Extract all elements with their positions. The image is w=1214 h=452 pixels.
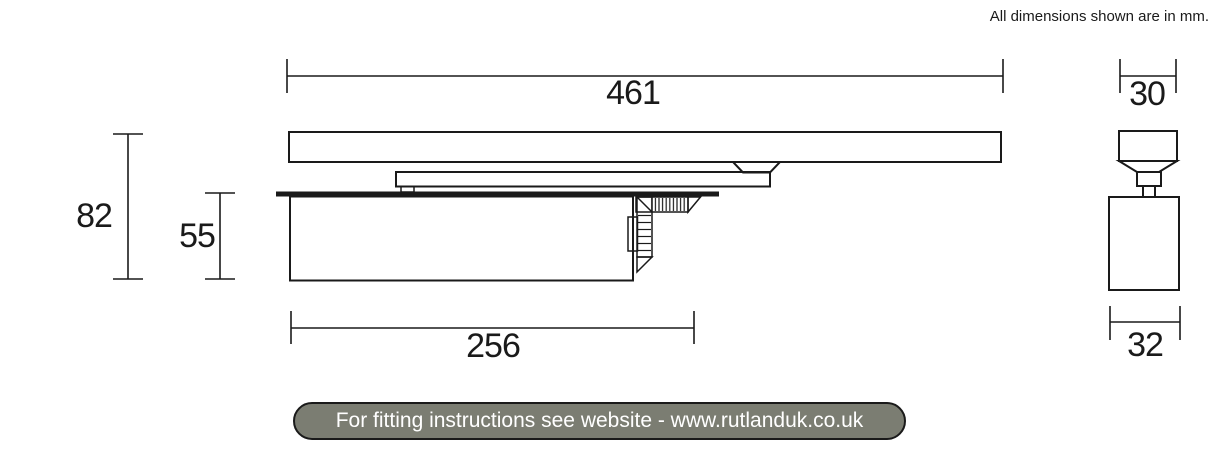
end-view	[1108, 130, 1181, 291]
closer-body	[289, 195, 634, 282]
rack-pinion-detail	[635, 196, 703, 274]
dim-body-length-label: 256	[466, 327, 521, 365]
dim-line-body-width	[1109, 306, 1181, 340]
body-cross-section	[1108, 196, 1180, 291]
closer-arm	[395, 171, 771, 188]
dimension-lines	[113, 59, 1181, 344]
side-view	[276, 131, 1002, 282]
slider-block	[730, 161, 783, 174]
fitting-instructions-text: For fitting instructions see website - w…	[335, 409, 864, 432]
dim-line-body-height	[205, 192, 235, 280]
spindle-neck	[1142, 185, 1156, 198]
dim-overall-height-label: 82	[76, 197, 113, 235]
rack-horizontal-wedge	[687, 196, 703, 215]
rail-cross-section	[1118, 130, 1178, 162]
units-note: All dimensions shown are in mm.	[989, 8, 1209, 25]
dim-line-overall-height	[113, 133, 143, 280]
dim-line-rail-width	[1119, 59, 1177, 93]
dim-rail-length-label: 461	[606, 74, 661, 112]
dim-line-rail-length	[286, 59, 1004, 93]
rack-horizontal-teeth	[650, 198, 686, 211]
slide-rail	[288, 131, 1002, 163]
dim-rail-width-label: 30	[1129, 75, 1166, 113]
fitting-instructions-pill[interactable]: For fitting instructions see website - w…	[293, 402, 906, 440]
rack-diagonal	[636, 196, 653, 213]
rack-vertical-teeth	[638, 212, 651, 257]
rack-vertical-wedge	[636, 256, 654, 274]
slider-cross-section	[1136, 171, 1162, 187]
dim-body-height-label: 55	[179, 217, 216, 255]
dim-body-width-label: 32	[1127, 326, 1164, 364]
dim-line-body-length	[290, 311, 695, 344]
slider-taper	[1115, 160, 1181, 173]
